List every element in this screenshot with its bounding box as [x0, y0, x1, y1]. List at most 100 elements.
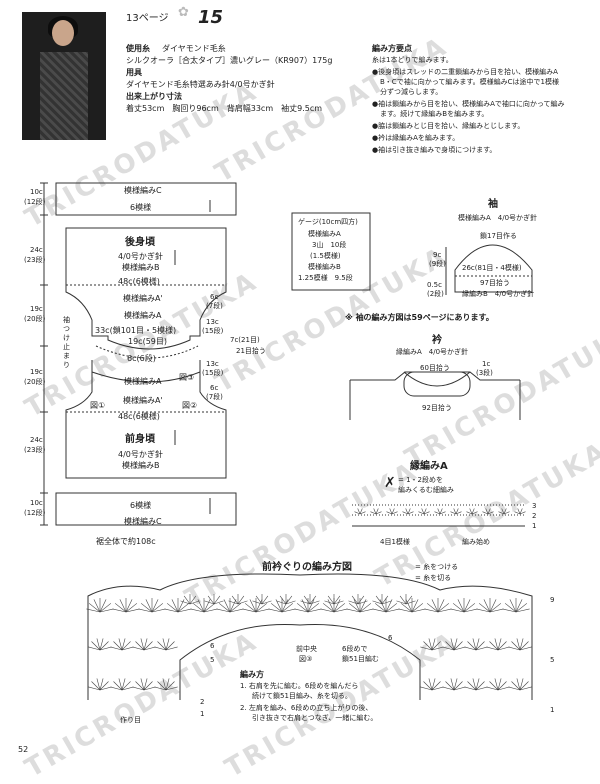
tools-detail: ダイヤモンド毛糸特選あみ針4/0号かぎ針	[126, 80, 275, 89]
row-number: 3	[532, 502, 537, 510]
neck-back-width-2: 19c(59目)	[128, 337, 167, 346]
yarn-detail: シルクオーラ［合太タイプ］濃いグレー（KR907）175g	[126, 56, 333, 65]
back-title: 後身頃	[125, 237, 155, 248]
figure-2-mark: 図②	[182, 401, 198, 410]
row-number: 6	[210, 642, 215, 650]
gauge-line: 1.25模様 9.5段	[298, 274, 353, 282]
chain-note: 鎖51目編む	[342, 655, 379, 663]
size-label: 出来上がり寸法	[126, 92, 182, 101]
dim-label: 0.5c	[427, 281, 442, 289]
foundation-label: 作り目	[120, 716, 141, 724]
yarn-brand: ダイヤモンド毛糸	[162, 44, 226, 53]
method-title: 編み方	[240, 670, 264, 679]
figure-1-mark: 図①	[90, 401, 106, 410]
method-step: 続けて鎖51目編み、糸を切る。	[252, 692, 352, 700]
pattern-number: 15	[198, 7, 224, 28]
edging-repeat: 4目1模様	[380, 538, 410, 546]
gauge-line: 3山 10段	[312, 241, 347, 249]
gauge-title: ゲージ(10cm四方)	[298, 218, 358, 226]
dim-label: (15段)	[202, 327, 224, 335]
pattern-a-prime: 模様編みA'	[123, 396, 163, 405]
gauge-line: (1.5模様)	[310, 252, 341, 260]
row-number: 5	[550, 656, 555, 664]
edging-legend: = 1・2段めを	[398, 476, 443, 484]
sleeve-note: ※ 袖の編み方図は59ページにあります。	[345, 313, 494, 322]
schematic-drawing	[40, 182, 533, 700]
front-pattern: 模様編みB	[122, 461, 160, 470]
chest-back: 48c(6模様)	[118, 277, 160, 286]
page-number: 52	[18, 745, 29, 754]
pattern-a: 模様編みA	[124, 311, 162, 320]
instruction-line: ●脇は鎖編みとじ目を拾い、縁編みとじします。	[372, 122, 525, 130]
pattern-a: 模様編みA	[124, 377, 162, 386]
dim-label: (7段)	[206, 302, 223, 310]
dim-label: (12段)	[24, 198, 46, 206]
top-count: 6模様	[130, 203, 152, 212]
model-photo	[22, 12, 106, 140]
back-pattern: 模様編みB	[122, 263, 160, 272]
instruction-line: B・Cで袖に向かって編みます。模様編みCは途中で1模様	[380, 78, 559, 86]
row-number: 2	[532, 512, 537, 520]
page-reference: 13ページ	[126, 13, 169, 24]
chain-note: 6段めで	[342, 645, 368, 653]
dim-label: 9c	[433, 251, 442, 259]
size-detail: 着丈53cm 胸回り96cm 背肩幅33cm 袖丈9.5cm	[126, 104, 323, 113]
chest-front: 48c(6模様)	[118, 412, 160, 421]
row-number: 5	[210, 656, 215, 664]
gauge-line: 模様編みA	[308, 230, 341, 238]
instruction-line: 分ずつ減らします。	[380, 88, 443, 96]
flower-icon: ✿	[178, 5, 189, 20]
front-title: 前身頃	[125, 434, 155, 445]
instruction-line: ●袖は鎖編みから目を拾い、模様編みAで袖口に向かって編み	[372, 100, 565, 108]
dim-label: (23段)	[24, 256, 46, 264]
back-needle: 4/0号かぎ針	[118, 252, 163, 261]
tools-label: 用具	[126, 68, 142, 77]
front-neck-title: 前衿ぐりの編み方図	[262, 562, 352, 573]
dim-label: 24c	[30, 246, 43, 254]
dim-label: (2段)	[427, 290, 444, 298]
hem-length: 裾全体で約108c	[96, 537, 156, 546]
dim-label: 10c	[30, 188, 43, 196]
dim-label: 13c	[206, 318, 219, 326]
dim-label: (12段)	[24, 509, 46, 517]
row-number: 1	[200, 710, 205, 718]
row-number: 2	[200, 698, 205, 706]
front-center-label: 前中央	[296, 645, 317, 653]
dim-label: 21目拾う	[236, 347, 266, 355]
method-step: 1. 右肩を先に編む。6段めを編んだら	[240, 682, 359, 690]
dim-label: (9段)	[429, 260, 446, 268]
bottom-pattern: 模様編みC	[124, 517, 162, 526]
instruction-line: ます。続けて縁編みBを編みます。	[380, 110, 489, 118]
neck-back-width: 33c(鎖101目・5模様)	[95, 326, 177, 335]
dim-label: (20段)	[24, 378, 46, 386]
dim-label: (20段)	[24, 315, 46, 323]
collar-pickup: 60目拾う	[420, 364, 450, 372]
instructions-title: 編み方要点	[372, 44, 412, 53]
sleeve-cast-on: 鎖17目作る	[480, 232, 517, 240]
row-number: 1	[550, 706, 555, 714]
stitch-symbol-icon: ✗	[384, 475, 396, 491]
dim-label: 6c	[210, 293, 219, 301]
collar-subtitle: 縁編みA 4/0号かぎ針	[396, 348, 469, 356]
row-number: 6	[388, 634, 393, 642]
sleeve-edging: 縁編みB 4/0号かぎ針	[462, 290, 535, 298]
center-depth: 6c(6段)	[127, 354, 156, 363]
dim-label: 19c	[30, 368, 43, 376]
method-step: 引き抜きで右肩とつなぎ、一緒に編む。	[252, 714, 378, 722]
legend-attach: = 糸をつける	[415, 563, 459, 571]
dim-label: 6c	[210, 384, 219, 392]
figure-3-mark: 図③	[299, 655, 313, 663]
row-number: 1	[532, 522, 537, 530]
dim-label: (3段)	[476, 369, 493, 377]
dim-label: (23段)	[24, 446, 46, 454]
instruction-line: 糸は1本どりで編みます。	[372, 56, 453, 64]
edging-legend: 編みくるむ細編み	[398, 486, 454, 494]
dim-label: (7段)	[206, 393, 223, 401]
dim-label: (15段)	[202, 369, 224, 377]
figure-3-mark: 図③	[179, 373, 195, 382]
top-pattern: 模様編みC	[124, 186, 162, 195]
instruction-line: ●後身頃はスレッドの二重鎖編みから目を拾い、模様編みA	[372, 68, 558, 76]
yarn-label: 使用糸	[126, 44, 150, 53]
dim-label: 10c	[30, 499, 43, 507]
sleeve-pickup: 97目拾う	[480, 279, 510, 287]
